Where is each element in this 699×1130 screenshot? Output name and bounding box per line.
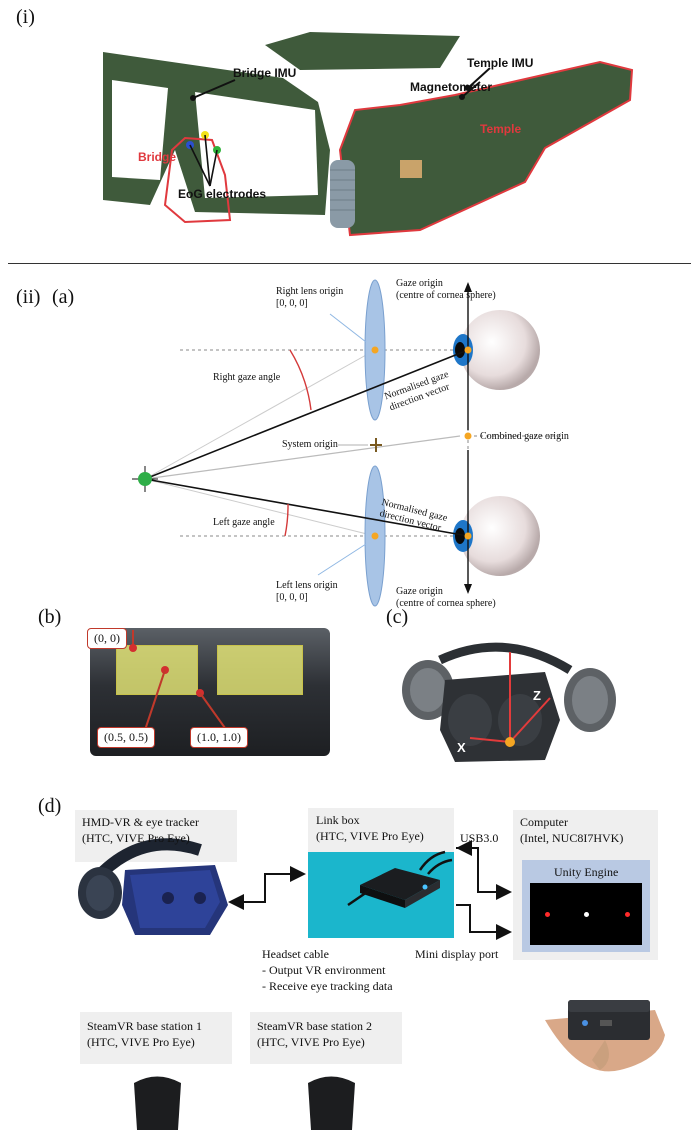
gaze-origin-top-label: Gaze origin bbox=[396, 278, 443, 289]
right-lens-origin-label: Right lens origin bbox=[276, 286, 344, 297]
link-box-title: Link box bbox=[316, 813, 360, 827]
panel-a-label: (a) bbox=[52, 286, 75, 308]
gaze-origin-bottom-sub: (centre of cornea sphere) bbox=[396, 598, 496, 609]
magnetometer-label: Magnetometer bbox=[410, 80, 493, 94]
base-station-2-title: SteamVR base station 2 bbox=[257, 1019, 372, 1033]
headset-cable-label: Headset cable bbox=[262, 947, 329, 961]
gaze-origin-bottom-label: Gaze origin bbox=[396, 586, 443, 597]
mini-display-port-label: Mini display port bbox=[415, 947, 499, 961]
coord-label-right: (1.0, 1.0) bbox=[190, 727, 248, 748]
output-vr-label: - Output VR environment bbox=[262, 963, 386, 977]
unity-right-dot bbox=[625, 912, 630, 917]
base-station-2-subtitle: (HTC, VIVE Pro Eye) bbox=[257, 1035, 365, 1049]
bridge-outline bbox=[163, 136, 232, 224]
unity-left-dot bbox=[545, 912, 550, 917]
left-gaze-angle-label: Left gaze angle bbox=[213, 517, 275, 528]
bridge-label: Bridge bbox=[138, 150, 177, 164]
left-lens-origin-coords: [0, 0, 0] bbox=[276, 592, 308, 603]
axis-z-label: Z bbox=[533, 688, 541, 703]
base-station-1-box bbox=[80, 1012, 232, 1064]
right-lens-origin-coords: [0, 0, 0] bbox=[276, 298, 308, 309]
system-origin-label: System origin bbox=[282, 439, 338, 450]
panel-d-label: (d) bbox=[38, 795, 62, 817]
left-lens-origin-label: Left lens origin bbox=[276, 580, 338, 591]
usb-label: USB3.0 bbox=[460, 831, 499, 845]
base-station-2-box bbox=[250, 1012, 402, 1064]
coord-label-top: (0, 0) bbox=[87, 628, 127, 649]
eog-electrodes-label: EoG electrodes bbox=[178, 187, 267, 201]
computer-subtitle: (Intel, NUC8I7HVK) bbox=[520, 831, 624, 845]
panel-ii-label: (ii) bbox=[16, 286, 41, 308]
panel-i-label: (i) bbox=[16, 6, 35, 28]
section-divider bbox=[8, 263, 691, 264]
gaze-origin-top-sub: (centre of cornea sphere) bbox=[396, 290, 496, 301]
bridge-imu-label: Bridge IMU bbox=[233, 66, 297, 80]
hmd-box bbox=[75, 810, 237, 862]
temple-label: Temple bbox=[480, 122, 522, 136]
right-eye-region bbox=[217, 645, 303, 695]
right-gaze-angle-label: Right gaze angle bbox=[213, 372, 281, 383]
hmd-subtitle: (HTC, VIVE Pro Eye) bbox=[82, 831, 190, 845]
panel-c-label: (c) bbox=[386, 606, 409, 628]
hmd-title: HMD-VR & eye tracker bbox=[82, 815, 199, 829]
coord-label-mid: (0.5, 0.5) bbox=[97, 727, 155, 748]
receive-eye-label: - Receive eye tracking data bbox=[262, 979, 393, 993]
combined-gaze-origin-label: Combined gaze origin bbox=[480, 431, 569, 442]
temple-imu-label: Temple IMU bbox=[467, 56, 534, 70]
temple-outline bbox=[338, 60, 634, 237]
computer-title: Computer bbox=[520, 815, 568, 829]
unity-engine-label: Unity Engine bbox=[554, 865, 619, 879]
glasses-illustration bbox=[103, 32, 634, 237]
panel-b-label: (b) bbox=[38, 606, 62, 628]
link-box-subtitle: (HTC, VIVE Pro Eye) bbox=[316, 829, 424, 843]
base-station-1-subtitle: (HTC, VIVE Pro Eye) bbox=[87, 1035, 195, 1049]
unity-center-dot bbox=[584, 912, 589, 917]
battery-coil bbox=[330, 160, 355, 228]
axis-x-label: X bbox=[457, 740, 466, 755]
gaze-geometry-diagram bbox=[132, 279, 560, 607]
base-station-1-title: SteamVR base station 1 bbox=[87, 1019, 202, 1033]
axis-y-label: Y bbox=[495, 656, 504, 671]
